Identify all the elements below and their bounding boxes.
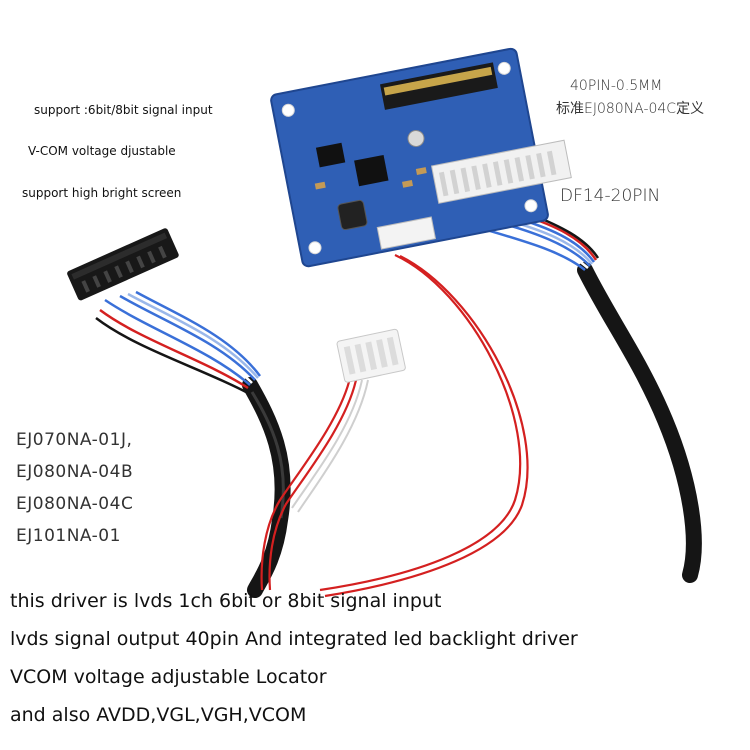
twisted-pairs-left: [95, 290, 261, 394]
feature-high-bright: support high bright screen: [22, 186, 182, 200]
pcb-board: [270, 47, 572, 268]
description-line-2: lvds signal output 40pin And integrated …: [10, 628, 578, 650]
backlight-connector-white: [336, 328, 406, 383]
lvds-cable-trunk: [577, 262, 702, 583]
label-df14: DF14-20PIN: [560, 186, 661, 206]
model-1: EJ070NA-01J,: [16, 430, 133, 450]
red-wires: [260, 254, 529, 598]
label-fpc-spec: 40PIN-0.5MM: [570, 78, 663, 94]
description-line-4: and also AVDD,VGL,VGH,VCOM: [10, 704, 307, 726]
lvds-cable-highlight: [250, 391, 285, 519]
feature-vcom: V-COM voltage djustable: [28, 144, 176, 158]
label-fpc-standard: 标准EJ080NA-04C定义: [556, 101, 705, 117]
description-line-1: this driver is lvds 1ch 6bit or 8bit sig…: [10, 590, 442, 612]
model-2: EJ080NA-04B: [16, 462, 134, 482]
model-4: EJ101NA-01: [16, 526, 121, 546]
white-wires: [291, 379, 369, 513]
df14-connector-left: [67, 228, 179, 301]
model-3: EJ080NA-04C: [16, 494, 134, 514]
description-line-3: VCOM voltage adjustable Locator: [10, 666, 327, 688]
feature-signal-input: support :6bit/8bit signal input: [34, 103, 213, 117]
